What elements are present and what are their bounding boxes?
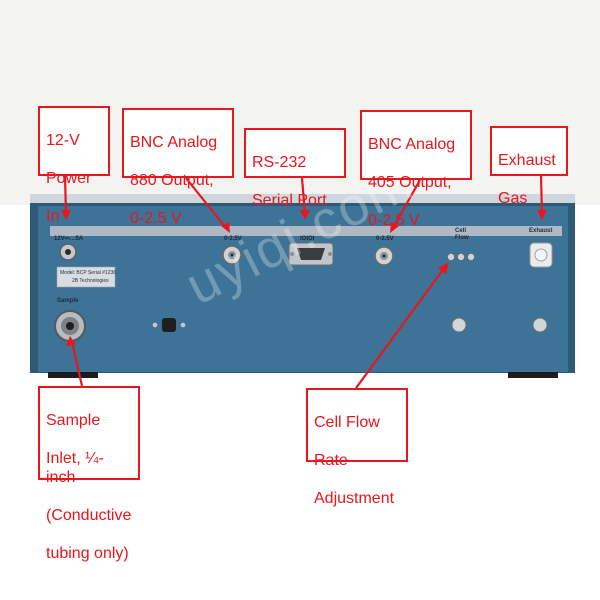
panel-screw-1 bbox=[451, 317, 467, 333]
cell-flow-valve-1 bbox=[446, 252, 455, 261]
callout-line: 880 Output, bbox=[130, 172, 214, 189]
model-plate-line-2: 2B Technologies bbox=[72, 278, 109, 284]
black-knob bbox=[162, 318, 176, 332]
callout-line: In bbox=[46, 208, 60, 225]
power-panel-label: 12V⎓…5A bbox=[54, 236, 84, 242]
callout-line: Exhaust bbox=[498, 152, 556, 169]
callout-bnc-405: BNC Analog 405 Output, 0-2.5 V bbox=[360, 110, 472, 229]
callout-line: 0-2.5 V bbox=[130, 210, 182, 227]
bnc-405-panel-label: 0-2.5V bbox=[376, 236, 394, 242]
callout-cell-flow-adjustment: Cell Flow Rate Adjustment bbox=[306, 388, 408, 507]
callout-line: Cell Flow bbox=[314, 414, 380, 431]
callout-line: 12-V bbox=[46, 132, 80, 149]
callout-exhaust-gas: Exhaust Gas bbox=[490, 126, 568, 207]
leader-lines bbox=[63, 175, 544, 389]
sample-panel-label: Sample bbox=[57, 298, 79, 304]
exhaust-panel-label: Exhaust bbox=[529, 228, 553, 234]
cell-flow-valve-2 bbox=[456, 252, 465, 261]
bnc-880-panel-label: 0-2.5V bbox=[224, 236, 242, 242]
cellflow-panel-label-top: Cell bbox=[455, 228, 467, 234]
callout-sample-inlet: Sample Inlet, ¼-inch (Conductive tubing … bbox=[38, 386, 140, 562]
label-strip bbox=[50, 226, 562, 236]
cellflow-panel-label-bottom: Flow bbox=[455, 235, 469, 241]
model-plate bbox=[56, 266, 116, 288]
model-plate-line-1: Model: BCP Serial #1236 bbox=[60, 270, 117, 276]
device-top-edge bbox=[30, 194, 575, 204]
foot-right bbox=[508, 372, 558, 378]
callout-line: Rate bbox=[314, 452, 348, 469]
callout-rs232: RS-232 Serial Port bbox=[244, 128, 346, 209]
callout-line: Adjustment bbox=[314, 490, 395, 507]
panel-screw-2 bbox=[532, 317, 548, 333]
callout-line: Sample bbox=[46, 412, 101, 429]
callout-line: BNC Analog bbox=[368, 136, 456, 153]
cell-flow-valve-3 bbox=[466, 252, 475, 261]
foot-left bbox=[48, 372, 98, 378]
callout-line: Inlet, ¼-inch bbox=[46, 450, 104, 486]
callout-line: tubing only) bbox=[46, 545, 129, 562]
leader-arrowheads bbox=[61, 210, 547, 346]
callout-line: Power bbox=[46, 170, 92, 187]
callout-line: BNC Analog bbox=[130, 134, 218, 151]
callout-bnc-880: BNC Analog 880 Output, 0-2.5 V bbox=[122, 108, 234, 227]
callout-line: (Conductive bbox=[46, 507, 132, 524]
callout-line: Gas bbox=[498, 190, 528, 207]
rs232-panel-label: IOIOI bbox=[300, 236, 315, 242]
callout-power-in: 12-V Power In bbox=[38, 106, 110, 225]
callout-line: RS-232 bbox=[252, 154, 307, 171]
callout-line: Serial Port bbox=[252, 192, 327, 209]
callout-line: 405 Output, bbox=[368, 174, 452, 191]
callout-line: 0-2.5 V bbox=[368, 212, 420, 229]
